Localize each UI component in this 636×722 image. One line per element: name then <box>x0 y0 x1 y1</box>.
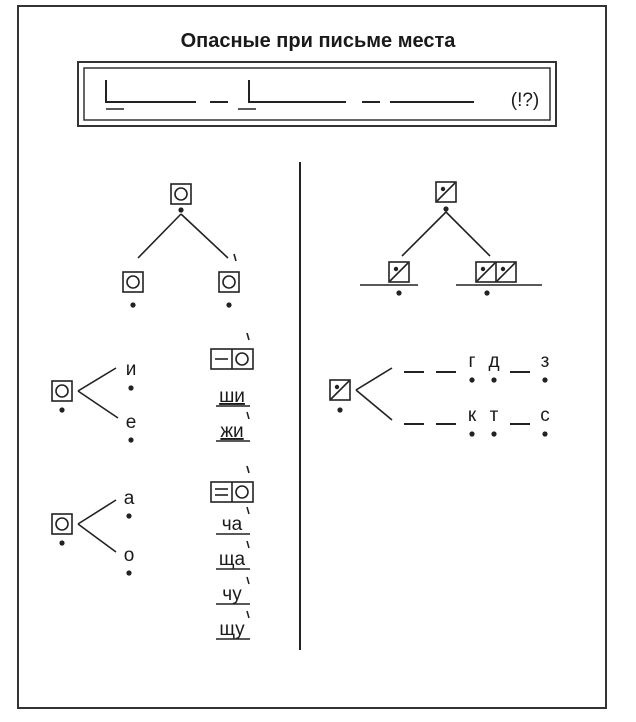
vowel-split-ao-dots <box>59 513 132 576</box>
consonant-split <box>329 367 393 421</box>
voiceless-t: т <box>490 405 499 426</box>
word-scheme <box>105 80 474 110</box>
outer-frame <box>17 5 607 709</box>
page-title: Опасные при письме места <box>181 30 457 52</box>
syllable-shi: ши <box>219 386 245 407</box>
hushing-1-underlines <box>216 405 250 442</box>
consonant-tree <box>360 181 542 286</box>
voiceless-row-dots <box>469 431 548 437</box>
vowel-split-ie-dots <box>59 385 134 443</box>
consonant-split-dots <box>334 384 343 413</box>
voiced-row-dots <box>469 377 548 383</box>
hushing-scheme-2 <box>210 465 254 503</box>
voiceless-k: к <box>468 405 477 426</box>
voiced-z: з <box>541 351 550 372</box>
voiced-d: д <box>488 351 499 372</box>
voiced-g: г <box>469 351 476 372</box>
vowel-e: е <box>126 412 137 433</box>
voiceless-s: с <box>540 405 550 426</box>
banner-marker: (!?) <box>511 90 540 111</box>
hushing-scheme-1 <box>210 332 254 370</box>
syllable-zhi: жи <box>220 421 243 442</box>
syllable-cha: ча <box>222 514 243 535</box>
vowel-split-ie <box>51 367 119 419</box>
banner-box <box>77 61 557 127</box>
syllable-shchu: щу <box>219 619 245 640</box>
syllable-shcha: ща <box>219 549 246 570</box>
syllable-chu: чу <box>222 584 242 605</box>
vowel-tree <box>122 183 240 293</box>
hushing-2-underlines <box>216 506 250 640</box>
consonant-tree-dots <box>393 186 506 296</box>
vowel-o: о <box>124 545 135 566</box>
vowel-tree-dots <box>130 207 232 308</box>
vowel-split-ao <box>51 499 117 553</box>
vowel-a: а <box>124 488 135 509</box>
vowel-i: и <box>126 359 137 380</box>
